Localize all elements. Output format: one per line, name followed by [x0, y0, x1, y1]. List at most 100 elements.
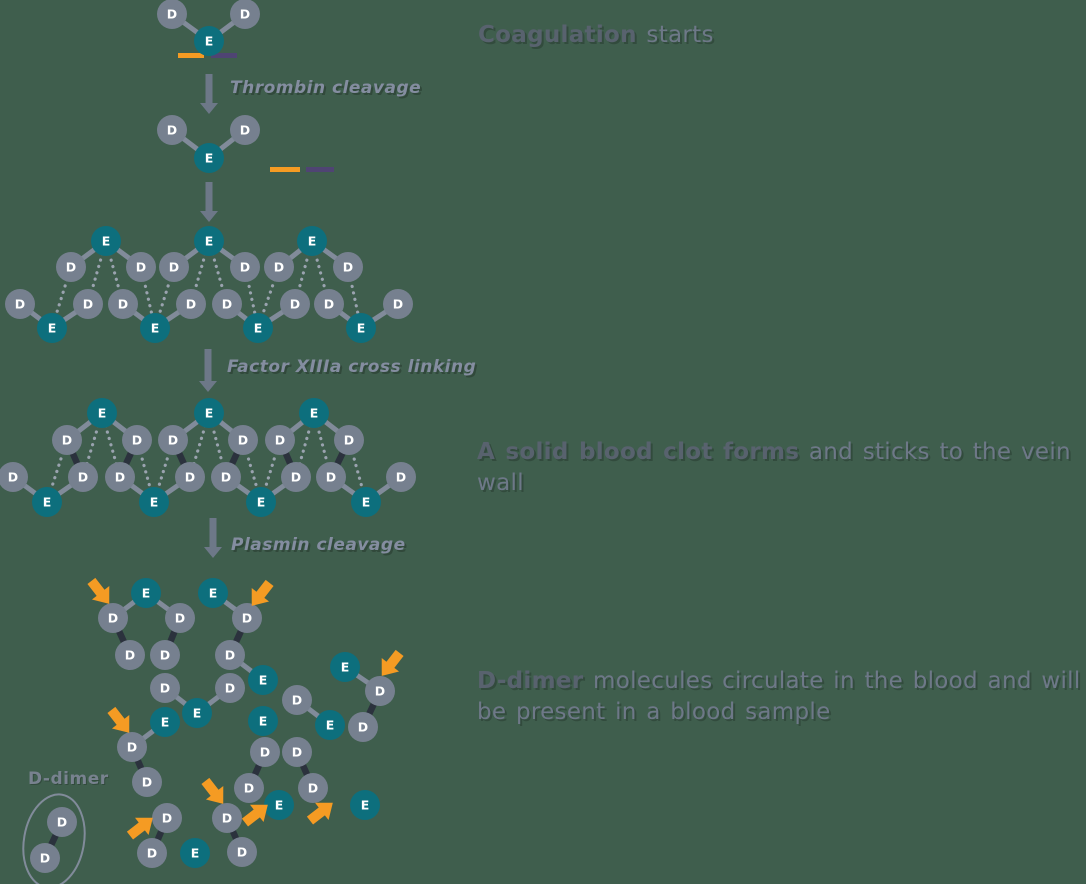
protofibril-dashed-bond — [188, 411, 211, 479]
node-letter: D — [358, 720, 368, 735]
node-letter: D — [275, 433, 285, 448]
node-letter: D — [118, 297, 128, 312]
e-fragment-node — [150, 707, 180, 737]
caption-ddimer-bold: D-dimer — [477, 668, 584, 694]
e-fragment-node — [194, 26, 224, 56]
d-fragment-node — [314, 289, 344, 319]
node-letter: E — [254, 321, 263, 336]
d-fragment-node — [282, 685, 312, 715]
d-fragment-node — [281, 462, 311, 492]
node-letter: D — [292, 745, 302, 760]
node-letter: E — [150, 495, 159, 510]
e-fragment-node — [131, 578, 161, 608]
d-fragment-node — [250, 737, 280, 767]
ddimer-label: D-dimer — [28, 769, 109, 789]
node-letter: D — [222, 811, 232, 826]
flow-arrow-head — [204, 547, 222, 558]
node-letter: D — [142, 775, 152, 790]
node-letter: D — [326, 470, 336, 485]
node-letter: D — [167, 7, 177, 22]
e-fragment-node — [198, 578, 228, 608]
d-fragment-node — [115, 640, 145, 670]
node-letter: E — [308, 234, 317, 249]
node-letter: E — [161, 715, 170, 730]
d-fragment-node — [117, 732, 147, 762]
d-fragment-node — [348, 712, 378, 742]
flow-arrow-head — [199, 381, 217, 392]
protofibril-dashed-bond — [294, 411, 316, 479]
node-letter: D — [290, 297, 300, 312]
node-letter: E — [259, 673, 268, 688]
node-letter: E — [48, 321, 57, 336]
node-letter: D — [222, 297, 232, 312]
d-fragment-node — [386, 462, 416, 492]
e-fragment-node — [182, 698, 212, 728]
d-fragment-node — [68, 462, 98, 492]
caption-clot-rest: and sticks to the vein wall — [477, 439, 1071, 496]
node-letter: D — [225, 681, 235, 696]
plasmin-cleavage-arrow-icon — [381, 649, 404, 676]
node-letter: D — [393, 297, 403, 312]
node-letter: E — [275, 798, 284, 813]
e-fragment-node — [32, 487, 62, 517]
d-fragment-node — [152, 803, 182, 833]
plasmin-cleavage-arrow-icon — [251, 579, 274, 606]
d-fragment-node — [212, 289, 242, 319]
protofibril-dashed-bond — [207, 239, 229, 306]
node-letter: E — [205, 234, 214, 249]
e-fragment-node — [330, 652, 360, 682]
node-letter: E — [191, 846, 200, 861]
d-fragment-node — [5, 289, 35, 319]
node-letter: E — [151, 321, 160, 336]
d-fragment-node — [47, 807, 77, 837]
node-letter: E — [98, 406, 107, 421]
node-letter: D — [274, 260, 284, 275]
e-fragment-node — [297, 226, 327, 256]
e-fragment-node — [180, 838, 210, 868]
d-fragment-node — [73, 289, 103, 319]
node-letter: D — [240, 7, 250, 22]
node-letter: D — [57, 815, 67, 830]
d-fragment-node — [228, 425, 258, 455]
node-letter: E — [310, 406, 319, 421]
purple-peptide-bar — [306, 167, 334, 172]
node-letter: D — [125, 648, 135, 663]
e-fragment-node — [346, 313, 376, 343]
caption-coagulation-rest: starts — [636, 22, 714, 48]
node-letter: D — [375, 684, 385, 699]
d-fragment-node — [334, 425, 364, 455]
protofibril-dashed-bond — [207, 411, 228, 479]
node-letter: D — [78, 470, 88, 485]
plasmin-cleavage-arrow-icon — [107, 706, 130, 733]
orange-peptide-bar — [270, 167, 300, 172]
node-letter: D — [225, 648, 235, 663]
e-fragment-node — [264, 790, 294, 820]
node-letter: E — [257, 495, 266, 510]
node-letter: D — [242, 611, 252, 626]
step-label-factor-xiiia-cross-linking: Factor XIIIa cross linking — [227, 357, 477, 377]
node-letter: E — [205, 151, 214, 166]
e-fragment-node — [351, 487, 381, 517]
d-fragment-node — [150, 640, 180, 670]
node-letter: D — [344, 433, 354, 448]
node-letter: E — [209, 586, 218, 601]
node-letter: E — [205, 406, 214, 421]
d-fragment-node — [298, 773, 328, 803]
flow-arrow-head — [200, 103, 218, 114]
node-letter: D — [292, 693, 302, 708]
d-fragment-node — [126, 252, 156, 282]
node-letter: D — [66, 260, 76, 275]
node-letter: D — [167, 123, 177, 138]
d-fragment-node — [132, 767, 162, 797]
protofibril-dashed-bond — [86, 239, 108, 306]
node-letter: E — [326, 718, 335, 733]
d-fragment-node — [158, 425, 188, 455]
d-fragment-node — [157, 115, 187, 145]
e-fragment-node — [91, 226, 121, 256]
flow-arrow-head — [200, 211, 218, 222]
d-fragment-node — [230, 252, 260, 282]
node-letter: E — [205, 34, 214, 49]
plasmin-cleavage-arrow-icon — [87, 577, 110, 604]
e-fragment-node — [139, 487, 169, 517]
